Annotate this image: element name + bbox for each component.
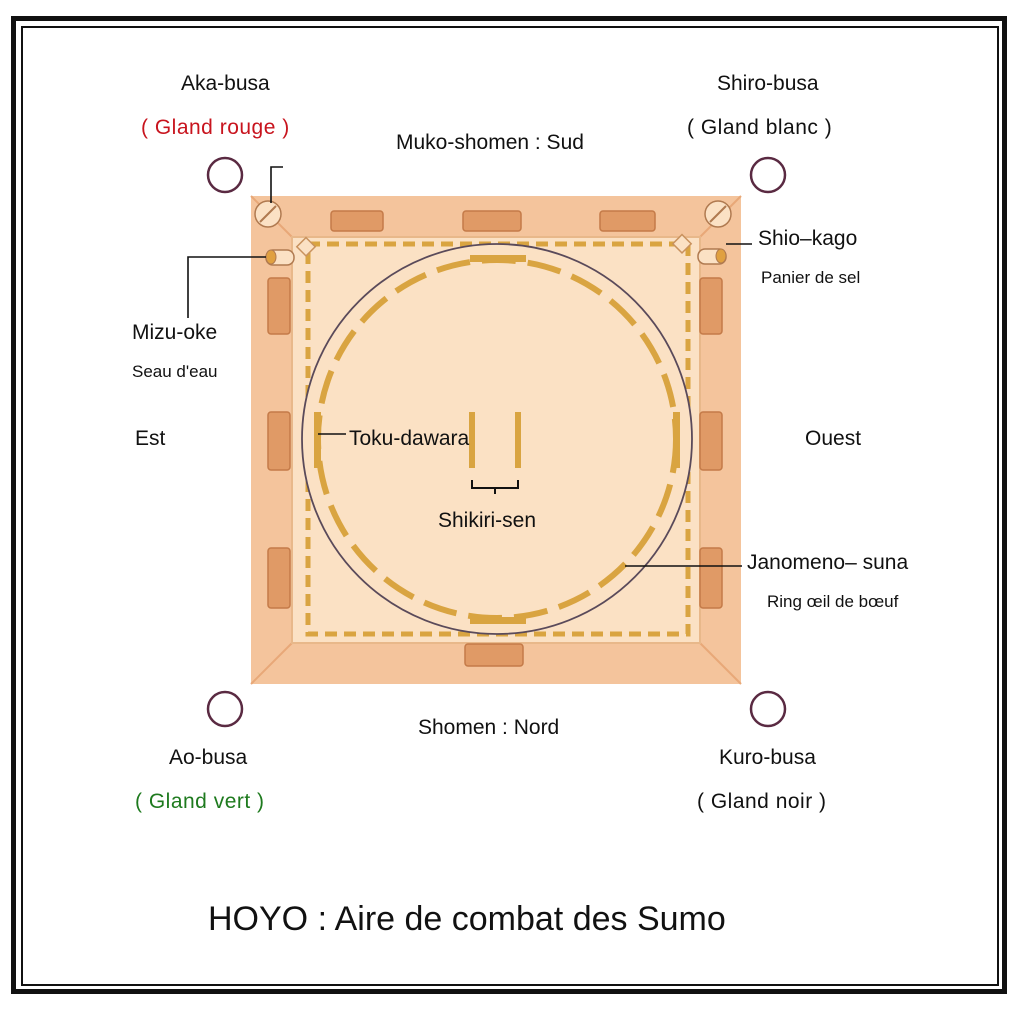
step-east-1 xyxy=(267,277,291,335)
tassel-kuro-name: Kuro-busa xyxy=(719,746,816,769)
tassel-ao-circle xyxy=(206,690,244,728)
toku-dawara-label: Toku-dawara xyxy=(349,427,470,450)
janomeno-suna-desc: Ring œil de bœuf xyxy=(767,592,899,611)
shikiri-sen-label: Shikiri-sen xyxy=(438,509,537,532)
step-south-1 xyxy=(330,210,384,232)
toku-dawara-west xyxy=(673,412,680,468)
shio-kago-name: Shio–kago xyxy=(758,227,858,250)
leader-mizu-oke xyxy=(187,256,266,318)
janomeno-suna-name: Janomeno– suna xyxy=(747,551,909,574)
diagram-title: HOYO : Aire de combat des Sumo xyxy=(208,900,726,938)
tassel-aka-circle xyxy=(206,156,244,194)
shikiri-sen-bracket xyxy=(471,480,519,494)
diamond-ne xyxy=(671,233,693,254)
step-east-3 xyxy=(267,547,291,609)
outer-frame xyxy=(11,16,1007,994)
diamond-nw xyxy=(295,236,317,257)
step-north-1 xyxy=(464,643,524,667)
tassel-shiro-name: Shiro-busa xyxy=(717,72,819,95)
step-west-2 xyxy=(699,411,723,471)
step-west-3 xyxy=(699,547,723,609)
toku-dawara-north xyxy=(470,617,526,624)
tassel-shiro-desc: ( Gland blanc ) xyxy=(687,116,833,139)
step-west-1 xyxy=(699,277,723,335)
toku-dawara-south xyxy=(470,255,526,262)
tassel-ao-desc: ( Gland vert ) xyxy=(135,790,265,813)
leader-corner-post xyxy=(270,166,283,203)
tassel-kuro-circle xyxy=(749,690,787,728)
side-west-label: Ouest xyxy=(805,427,862,450)
tassel-kuro-desc: ( Gland noir ) xyxy=(697,790,827,813)
step-south-3 xyxy=(599,210,656,232)
step-east-2 xyxy=(267,411,291,471)
side-north-label: Shomen : Nord xyxy=(418,716,560,739)
tassel-aka-name: Aka-busa xyxy=(181,72,270,95)
shikiri-sen-right xyxy=(515,412,521,468)
shio-kago-desc: Panier de sel xyxy=(761,268,861,287)
tassel-shiro-circle xyxy=(749,156,787,194)
mizu-oke-name: Mizu-oke xyxy=(132,321,218,344)
shikiri-sen-left xyxy=(469,412,475,468)
toku-dawara-east xyxy=(314,412,321,468)
side-south-label: Muko-shomen : Sud xyxy=(396,131,584,154)
janomeno-suna-circle xyxy=(301,243,693,635)
side-east-label: Est xyxy=(135,427,166,450)
mizu-oke-desc: Seau d'eau xyxy=(132,362,218,381)
step-south-2 xyxy=(462,210,522,232)
tassel-ao-name: Ao-busa xyxy=(169,746,248,769)
inner-frame xyxy=(21,26,999,986)
tassel-aka-desc: ( Gland rouge ) xyxy=(141,116,290,139)
